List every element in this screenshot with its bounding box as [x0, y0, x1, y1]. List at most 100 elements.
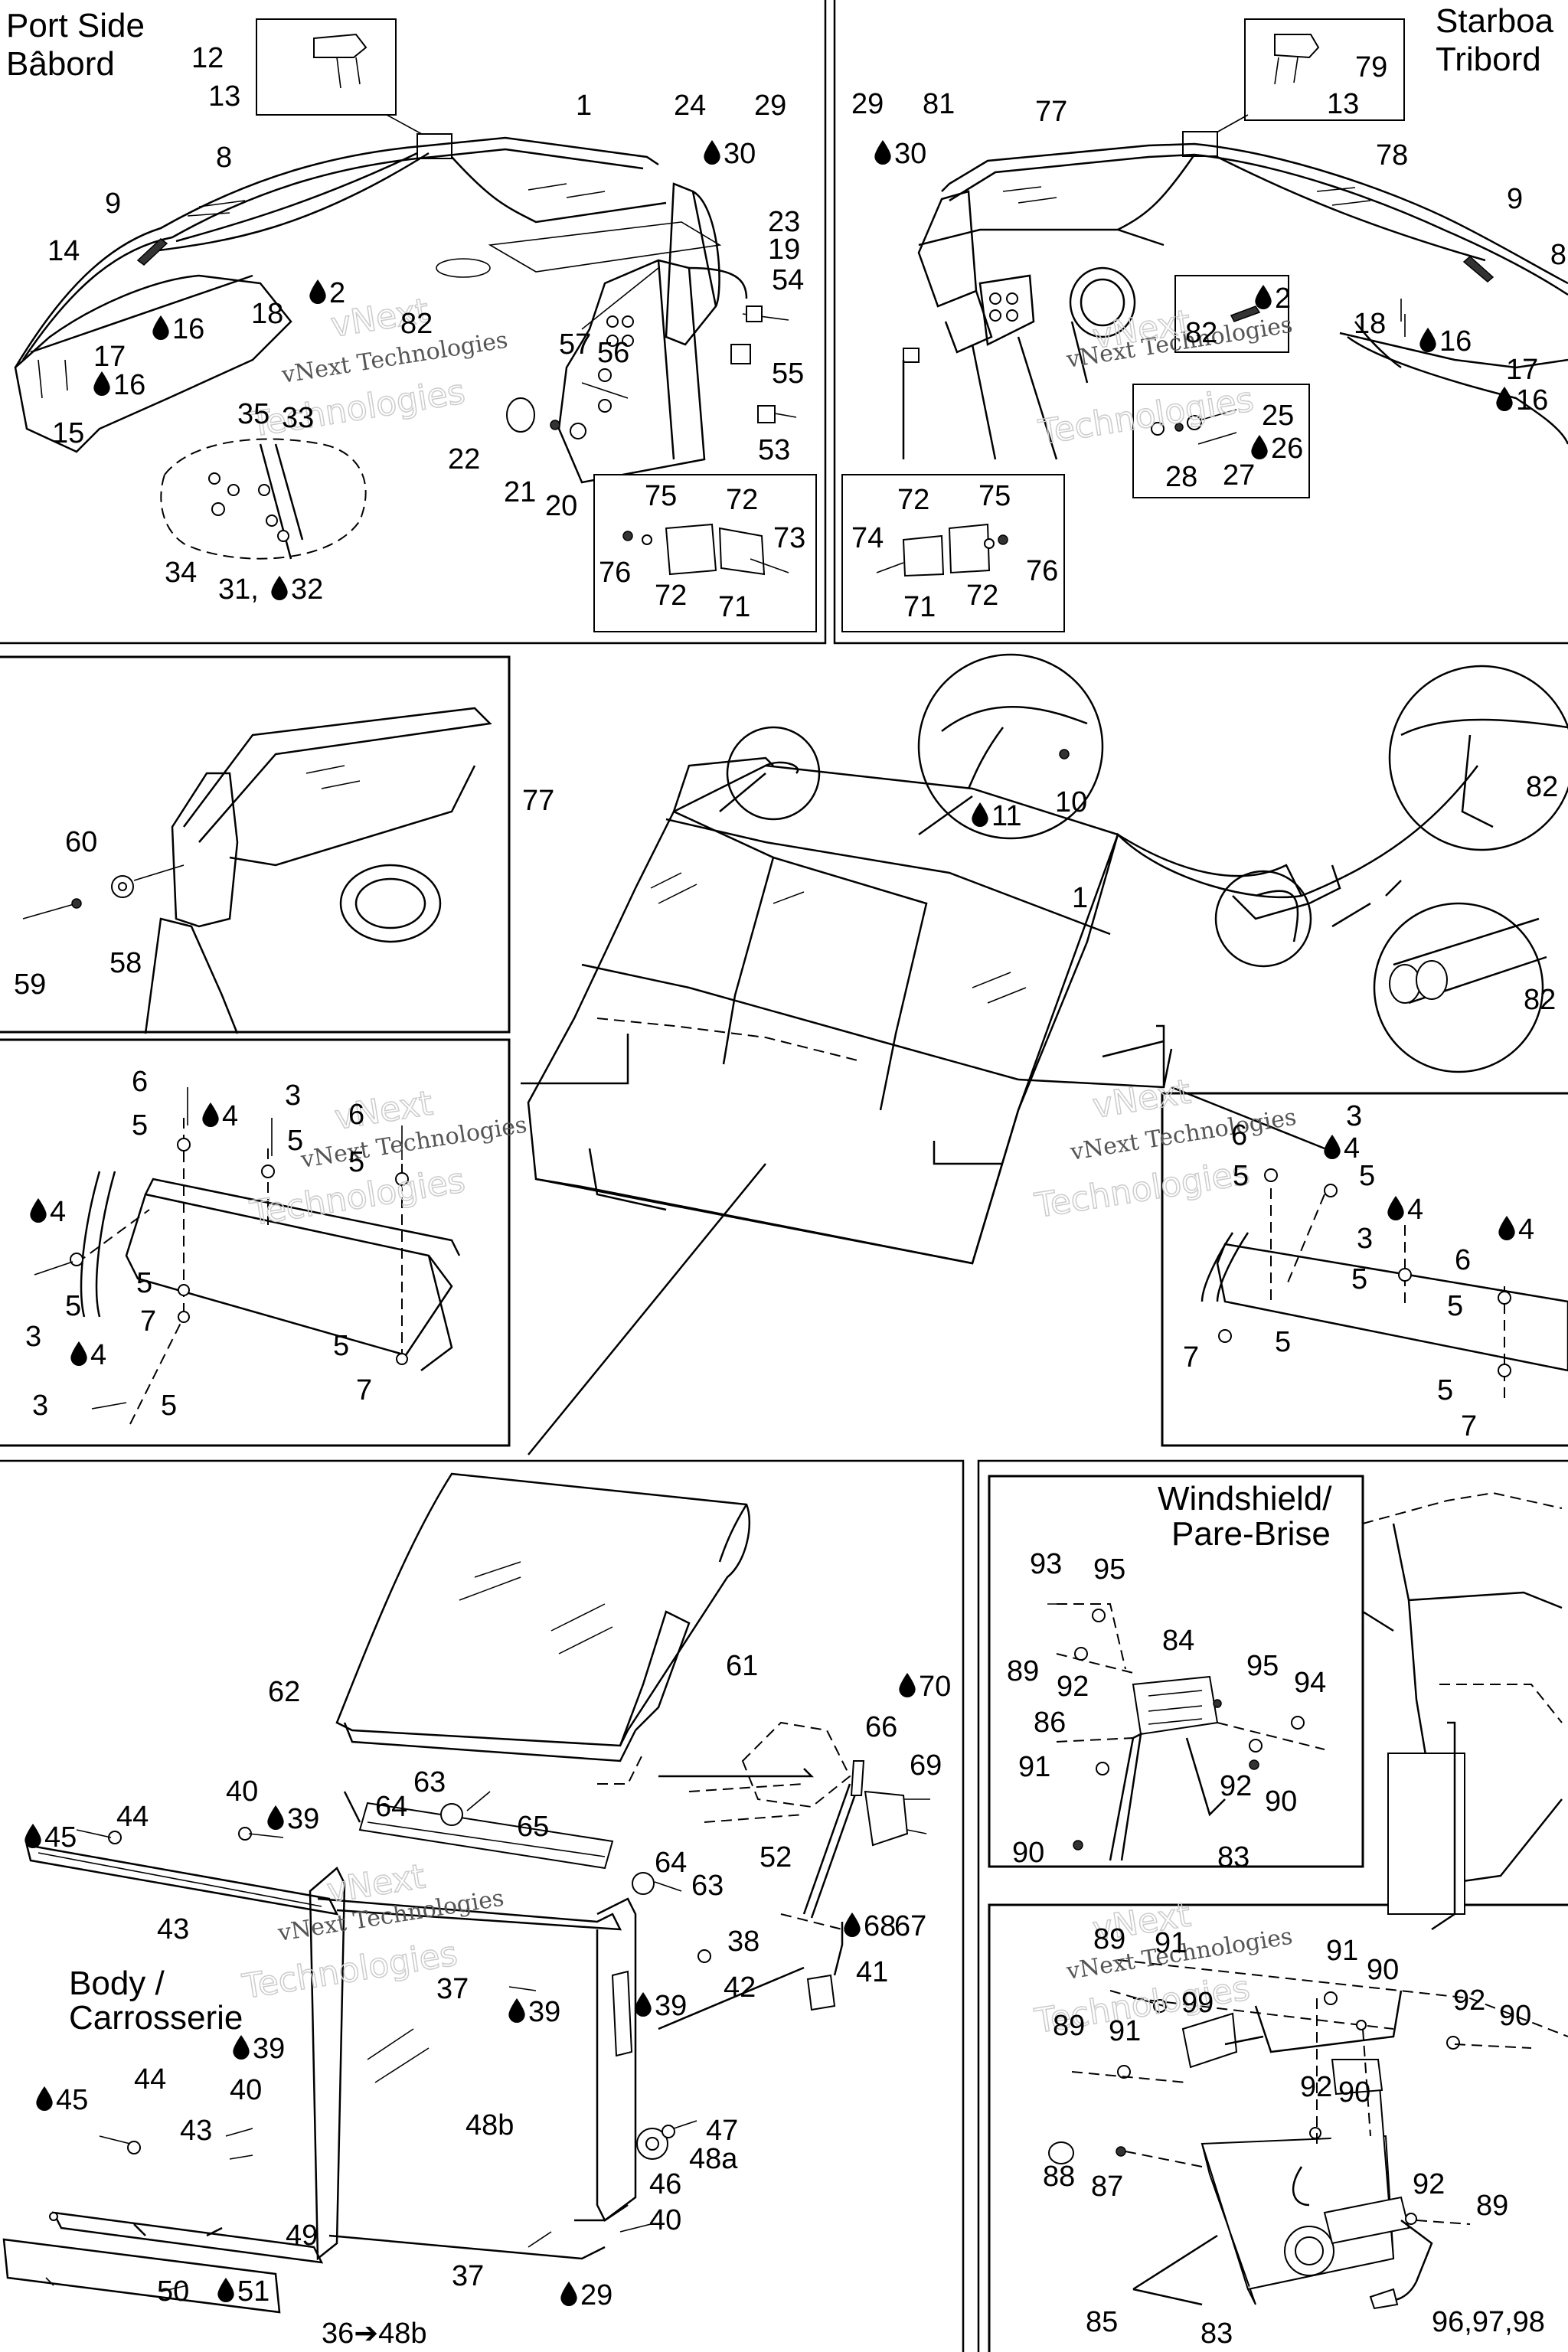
- callout-number: 90: [1265, 1785, 1297, 1818]
- callout-number: 4: [90, 1339, 106, 1371]
- callout-number: 76: [1026, 555, 1058, 587]
- starboard-bracket-drawing: [1200, 1168, 1568, 1401]
- callout-52: 52: [760, 1841, 792, 1873]
- callout-40: 40: [226, 1775, 258, 1808]
- callout-5: 5: [1275, 1326, 1291, 1358]
- callout-1: 1: [1072, 882, 1088, 914]
- callout-number: 22: [448, 443, 480, 475]
- callout-76: 76: [1026, 555, 1058, 587]
- callout-number: 90: [1338, 2076, 1370, 2109]
- callout-89: 89: [1093, 1923, 1125, 1955]
- callout-5: 5: [348, 1146, 364, 1178]
- callout-number: 26: [1271, 433, 1303, 465]
- callout-number: 3: [25, 1321, 41, 1353]
- callout-82: 82: [1526, 771, 1558, 803]
- callout-number: 5: [1359, 1160, 1375, 1192]
- port-side-panel-border: [0, 0, 827, 645]
- callout-number: 7: [1461, 1410, 1477, 1442]
- callout-number: 76: [599, 557, 631, 589]
- callout-83: 83: [1217, 1841, 1250, 1873]
- callout-66: 66: [865, 1711, 897, 1743]
- callout-10: 10: [1055, 786, 1087, 818]
- callout-number: 5: [1437, 1374, 1453, 1406]
- sealant-drop-icon: [36, 2086, 53, 2111]
- callout-number: 72: [726, 484, 758, 516]
- callout-number: 79: [1355, 51, 1387, 83]
- callout-number: 5: [287, 1125, 303, 1157]
- starboard-panel-border: [833, 0, 1568, 645]
- starboard-bracket-panel: [1161, 1092, 1568, 1447]
- callout-number: 7: [1183, 1341, 1199, 1374]
- callout-71: 71: [903, 591, 936, 623]
- callout-14: 14: [47, 235, 80, 267]
- callout-91: 91: [1326, 1935, 1358, 1967]
- callout-number: 63: [413, 1766, 446, 1798]
- callout-19: 19: [768, 234, 800, 266]
- callout-77: 77: [522, 785, 554, 817]
- callout-41: 41: [856, 1956, 888, 1988]
- callout-2: 2: [309, 277, 345, 309]
- sealant-drop-icon: [704, 140, 720, 165]
- heading-port-side: Port Side: [6, 7, 145, 44]
- callout-87: 87: [1091, 2171, 1123, 2203]
- callout-number: 49: [286, 2220, 318, 2252]
- callout-number: 17: [1506, 354, 1538, 386]
- callout-number: 35: [237, 398, 270, 430]
- callout-65: 65: [517, 1811, 549, 1843]
- callout-5: 5: [333, 1330, 349, 1362]
- callout-13: 13: [1327, 88, 1359, 120]
- callout-number: 30: [894, 138, 926, 170]
- callout-12: 12: [191, 42, 224, 74]
- hinge-detail-box-starboard: [841, 474, 1065, 632]
- callout-number: 82: [1524, 984, 1556, 1016]
- callout-number: 77: [522, 785, 554, 817]
- callout-number: 29: [580, 2279, 612, 2311]
- motor-drawing: [1048, 1959, 1568, 2310]
- callout-number: 58: [109, 947, 142, 979]
- callout-67: 67: [894, 1910, 926, 1942]
- callout-number: 39: [253, 2033, 285, 2065]
- sealant-drop-icon: [844, 1913, 861, 1937]
- callout-number: 15: [52, 417, 84, 449]
- callout-44: 44: [134, 2063, 166, 2096]
- windshield-assembly-drawing: [521, 653, 1568, 1455]
- callout-23: 23: [768, 206, 800, 238]
- callout-number: 41: [856, 1956, 888, 1988]
- callout-4: 4: [30, 1196, 66, 1228]
- callout-number: 91: [1109, 2015, 1141, 2047]
- callout-number: 59: [14, 969, 46, 1001]
- callout-9: 9: [105, 188, 121, 220]
- callout-number: 65: [517, 1811, 549, 1843]
- port-bracket-drawing: [34, 1087, 461, 1425]
- callout-4: 4: [1387, 1194, 1423, 1226]
- callout-60: 60: [65, 826, 97, 858]
- callout-number: 39: [528, 1996, 560, 2028]
- callout-63: 63: [413, 1766, 446, 1798]
- callout-39: 39: [635, 1990, 687, 2022]
- sealant-drop-icon: [271, 576, 288, 600]
- callout-number: 89: [1007, 1655, 1039, 1687]
- heading-starboard: Starboa: [1436, 2, 1554, 40]
- callout-61: 61: [726, 1650, 758, 1682]
- callout-number: 5: [348, 1146, 364, 1178]
- callout-number: 30: [724, 138, 756, 170]
- callout-number: 68: [864, 1910, 896, 1942]
- callout-58: 58: [109, 947, 142, 979]
- callout-number: 1: [1072, 882, 1088, 914]
- callout-number: 89: [1053, 2010, 1085, 2042]
- sealant-drop-icon: [233, 2035, 250, 2060]
- callout-number: 54: [772, 264, 804, 296]
- callout-number: 72: [966, 580, 998, 612]
- heading-babord: Bâbord: [6, 45, 115, 83]
- callout-16: 16: [1496, 384, 1548, 416]
- callout-number: 4: [1344, 1132, 1360, 1165]
- callout-number: 72: [655, 580, 687, 612]
- callout-35: 35: [237, 398, 270, 430]
- callout-99: 99: [1181, 1987, 1214, 2019]
- callout-69: 69: [910, 1749, 942, 1782]
- callout-number: 82: [1526, 771, 1558, 803]
- watermark-outline: Technologies: [247, 372, 468, 445]
- callout-number: 57: [559, 328, 591, 361]
- callout-number: 90: [1012, 1837, 1044, 1869]
- callout-number: 4: [1407, 1194, 1423, 1226]
